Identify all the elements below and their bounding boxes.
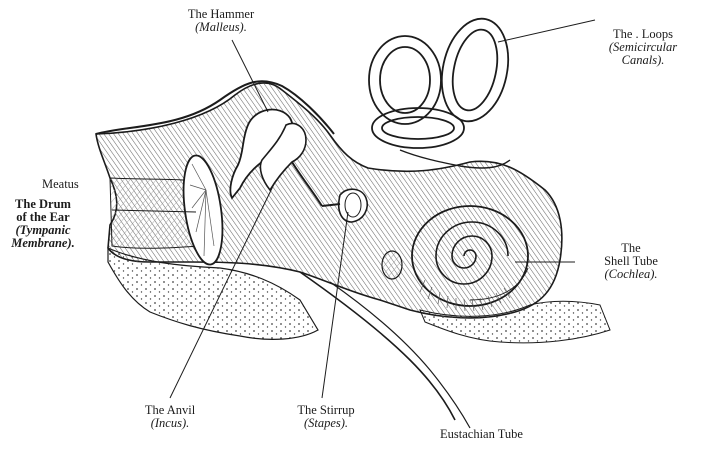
label-shell-tube: The Shell Tube (Cochlea). bbox=[590, 242, 672, 281]
label-anvil: The Anvil (Incus). bbox=[120, 404, 220, 430]
label-drum: The Drum of the Ear (Tympanic Membrane). bbox=[2, 198, 84, 250]
label-loops: The . Loops (Semicircular Canals). bbox=[588, 28, 698, 67]
oval-window bbox=[382, 251, 402, 279]
label-anvil-latin: (Incus). bbox=[120, 417, 220, 430]
label-eustachian-name: Eustachian Tube bbox=[440, 428, 523, 441]
label-drum-latin-2: Membrane). bbox=[2, 237, 84, 250]
label-shell-latin: (Cochlea). bbox=[590, 268, 672, 281]
label-hammer: The Hammer (Malleus). bbox=[168, 8, 274, 34]
label-hammer-latin: (Malleus). bbox=[168, 21, 274, 34]
semicircular-canals bbox=[369, 12, 517, 148]
label-meatus-name: Meatus bbox=[42, 178, 79, 191]
label-stirrup: The Stirrup (Stapes). bbox=[276, 404, 376, 430]
label-meatus: Meatus bbox=[42, 178, 79, 191]
label-loops-latin-2: Canals). bbox=[588, 54, 698, 67]
label-stirrup-latin: (Stapes). bbox=[276, 417, 376, 430]
label-eustachian-tube: Eustachian Tube bbox=[440, 428, 523, 441]
